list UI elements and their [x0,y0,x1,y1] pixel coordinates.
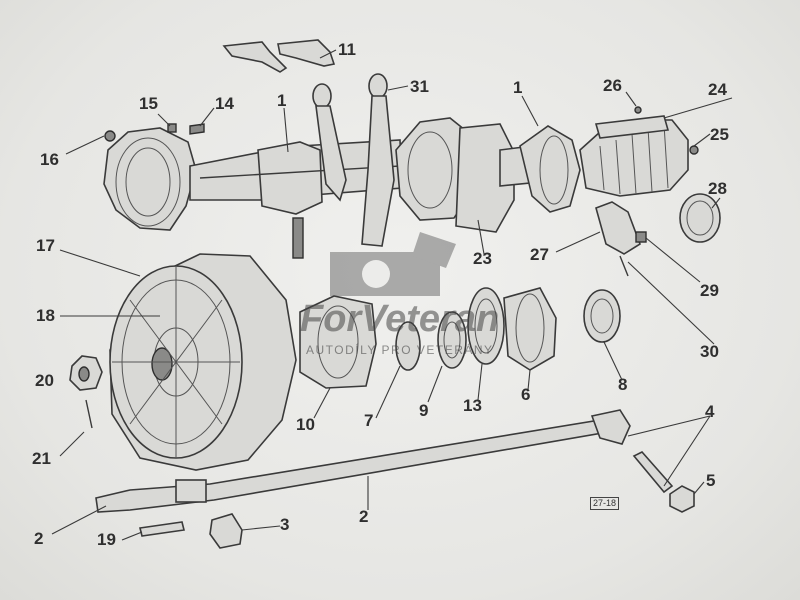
figure-code: 27-18 [590,497,620,510]
callout-8: 8 [618,375,628,394]
callout-19: 19 [97,530,116,549]
callout-25: 25 [710,125,729,144]
callout-2-shaft: 2 [359,507,369,526]
callout-28: 28 [708,179,727,198]
part-small-bolts [104,123,205,142]
part-9-ring [437,311,467,369]
leader-lines [51,49,733,541]
part-4-pin [632,451,674,494]
callout-20: 20 [35,371,54,390]
part-3-sleeve [209,513,243,549]
callout-9: 9 [419,401,429,420]
callout-7: 7 [364,411,374,430]
watermark-logo [330,232,456,296]
part-24-rubber-boot [579,106,699,197]
part-13-ring [467,287,505,365]
callout-2-shaft-end: 2 [34,529,44,548]
part-11-pads [222,39,336,73]
part-17-brake-drum [109,253,297,471]
callout-11: 11 [338,40,356,59]
callout-15: 15 [139,94,158,113]
watermark-name: ForVeteran [300,298,500,340]
part-19-key [139,521,185,537]
callout-10: 10 [296,415,315,434]
part-20-21-nut-pin [69,355,103,429]
callout-23: 23 [473,249,492,268]
callout-26: 26 [603,76,622,95]
callout-31: 31 [410,77,429,96]
callout-27: 27 [530,245,549,264]
part-31-straps [312,73,395,247]
part-1-axle-housing [103,127,403,259]
callout-30: 30 [700,342,719,361]
watermark-subtitle: AUTODÍLY PRO VETERÁNY [306,343,494,357]
callout-24: 24 [708,80,727,99]
callout-1-housing: 1 [277,91,287,110]
callout-18: 18 [36,306,55,325]
callout-16: 16 [40,150,59,169]
callout-29: 29 [700,281,719,300]
part-2-half-shaft [95,409,631,513]
part-6-bearing [503,287,557,371]
callout-4: 4 [705,402,715,421]
callout-1-cone: 1 [513,78,523,97]
callout-13: 13 [463,396,482,415]
part-27-28-clamps [595,193,721,277]
callout-14: 14 [215,94,234,113]
part-8-ring [583,289,621,343]
callout-21: 21 [32,449,51,468]
callout-3: 3 [280,515,290,534]
part-5-nut [669,485,695,513]
part-7-seal [395,321,421,371]
part-10-hub [299,295,377,389]
part-housing-cone [395,117,581,233]
callout-5: 5 [706,471,716,490]
callout-6: 6 [521,385,531,404]
callout-17: 17 [36,236,55,255]
